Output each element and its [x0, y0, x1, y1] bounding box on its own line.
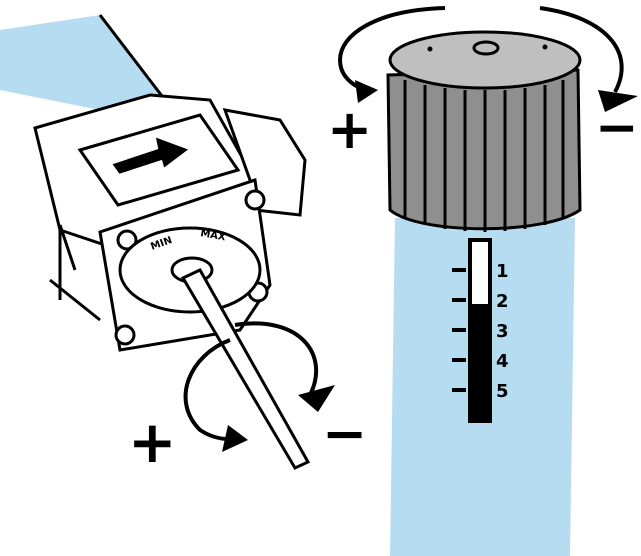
left-pipe [0, 15, 165, 118]
knob [386, 30, 582, 232]
dial-label-max: MAX [199, 228, 226, 243]
scale-white-segment [472, 242, 488, 304]
right-sign-minus: − [595, 98, 639, 158]
scale-label-5: 5 [496, 381, 509, 402]
right-arrowhead-plus [355, 80, 378, 103]
screwdriver [180, 268, 311, 470]
scale-ticks: 1 2 3 4 5 [452, 261, 509, 402]
left-valve-illustration: MIN MAX + − [0, 14, 367, 476]
scale-label-3: 3 [496, 321, 509, 342]
right-rotation-arrow [337, 6, 624, 93]
left-arrowhead-minus [298, 385, 335, 412]
right-knob-illustration: 1 2 3 4 5 [327, 6, 639, 556]
right-arrowhead-minus [598, 90, 638, 112]
left-sign-minus: − [322, 402, 367, 465]
right-sign-plus: + [327, 98, 372, 161]
scale-label-1: 1 [496, 261, 509, 282]
scale-label-4: 4 [496, 351, 509, 372]
scale-label-2: 2 [496, 291, 509, 312]
valve-dial: MIN MAX [118, 226, 262, 314]
valve-body [33, 93, 307, 352]
left-arrowhead-plus [222, 425, 248, 452]
level-scale [468, 238, 492, 423]
left-sign-plus: + [128, 408, 177, 476]
